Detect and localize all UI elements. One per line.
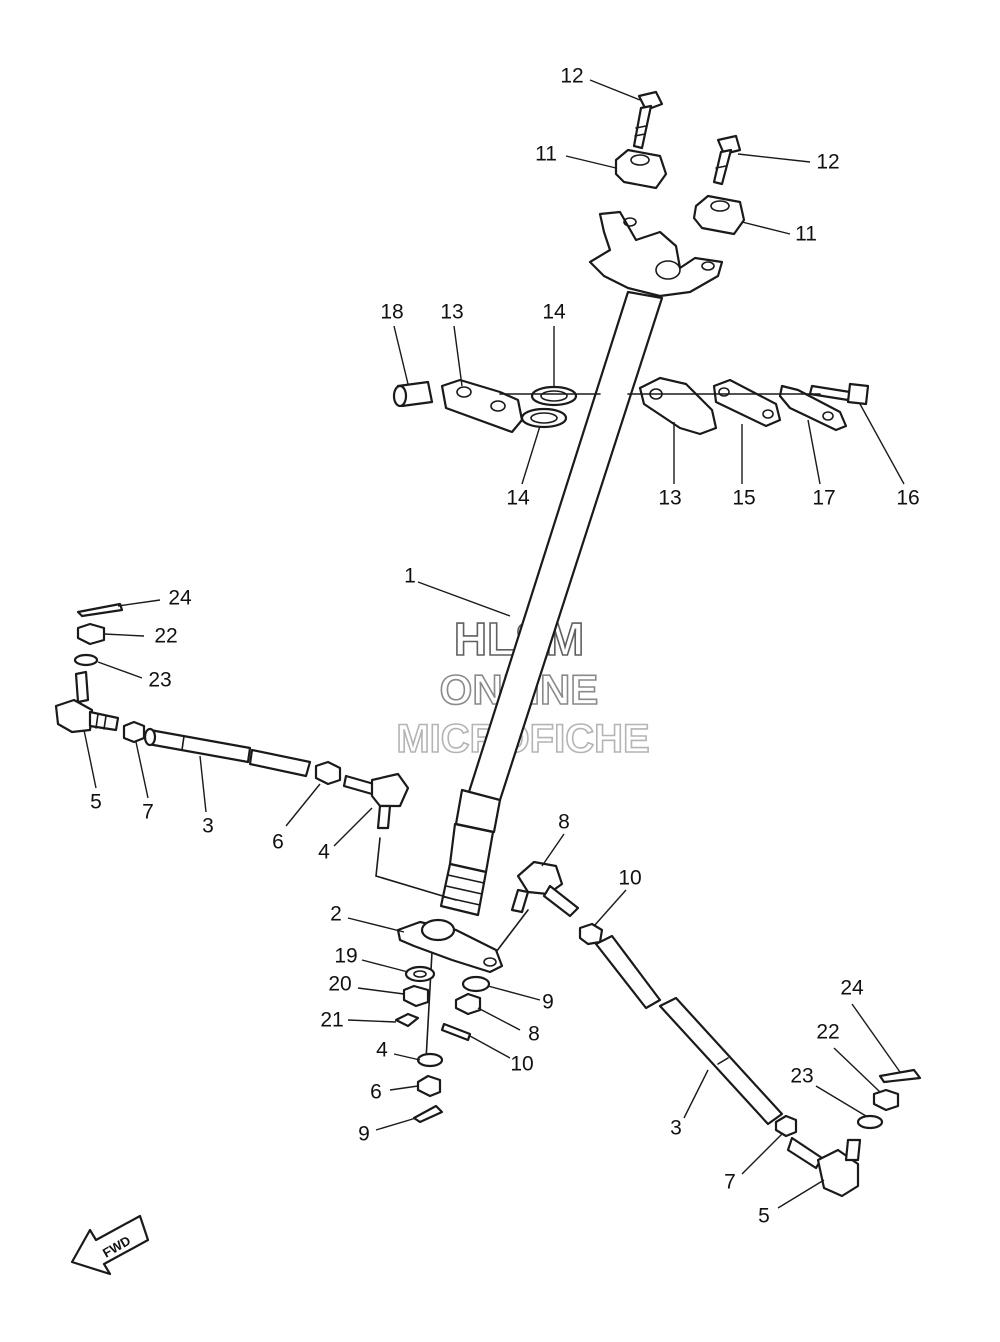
fwd-arrow-icon: FWD — [70, 1214, 150, 1276]
ref-label: 4 — [376, 1039, 388, 1062]
nut-20 — [402, 984, 430, 1008]
nut-6-right — [578, 922, 604, 946]
ref-label: 10 — [618, 867, 641, 890]
nut-22-right — [872, 1088, 900, 1112]
ref-label: 4 — [318, 841, 330, 864]
bolt-12-right — [712, 134, 742, 186]
bearing-13-left — [440, 378, 524, 434]
cotter-pin-24-right — [878, 1068, 922, 1084]
steering-shaft — [439, 290, 664, 917]
tie-rod-3-right — [594, 934, 784, 1126]
ref-label: 2 — [330, 903, 342, 926]
ref-label: 16 — [896, 487, 919, 510]
ref-label: 19 — [334, 945, 357, 968]
ref-label: 18 — [380, 301, 403, 324]
ref-label: 22 — [816, 1021, 839, 1044]
ref-label: 10 — [510, 1053, 533, 1076]
holder-11-right — [692, 194, 746, 236]
washer-23-left — [73, 653, 99, 667]
nut-8-left — [416, 1074, 442, 1098]
ref-label: 3 — [202, 815, 214, 838]
ref-label: 3 — [670, 1117, 682, 1140]
nut-6-left — [314, 760, 342, 786]
ref-label: 13 — [658, 487, 681, 510]
ref-label: 8 — [528, 1023, 540, 1046]
tie-rod-end-5-left — [54, 670, 120, 734]
ref-label: 12 — [816, 151, 839, 174]
washer-19 — [404, 965, 436, 983]
plate-15 — [712, 378, 782, 428]
collar-18 — [392, 380, 434, 408]
ref-label: 6 — [272, 831, 284, 854]
ref-label: 24 — [840, 977, 864, 1000]
ref-label: 8 — [558, 811, 570, 834]
bolt-16 — [808, 382, 870, 406]
bearing-13-right — [638, 376, 718, 436]
ref-label: 20 — [328, 973, 351, 996]
ref-label: 23 — [790, 1065, 813, 1088]
pitman-arm-2 — [396, 918, 504, 974]
nut-7-left — [122, 720, 146, 744]
seal-14-lower — [520, 407, 568, 429]
ref-label: 23 — [148, 669, 171, 692]
ref-label: 15 — [732, 487, 755, 510]
ref-label: 7 — [724, 1171, 736, 1194]
ref-label: 21 — [320, 1009, 343, 1032]
holder-11-left — [614, 148, 668, 190]
ref-labels: 12 11 12 11 18 13 14 14 13 15 17 16 1 24… — [90, 65, 920, 1228]
ref-label: 6 — [370, 1081, 382, 1104]
ref-label: 7 — [142, 801, 154, 824]
tie-rod-3-left — [143, 727, 312, 778]
tie-rod-end-5-right — [786, 1136, 862, 1198]
ref-label: 9 — [542, 991, 554, 1014]
ref-label: 11 — [535, 143, 557, 166]
ref-label: 22 — [154, 625, 177, 648]
tie-rod-end-4-right — [510, 860, 580, 918]
ref-label: 5 — [758, 1205, 770, 1228]
ref-label: 5 — [90, 791, 102, 814]
cotter-pin-21 — [394, 1012, 420, 1028]
ref-label: 13 — [440, 301, 463, 324]
column-holder-bracket — [588, 210, 724, 298]
nut-7-right — [774, 1114, 798, 1138]
ref-label: 14 — [506, 487, 530, 510]
cotter-pin-10-right — [440, 1022, 472, 1042]
washer-23-right — [856, 1114, 884, 1130]
nut-22-left — [76, 622, 106, 646]
tie-rod-end-4-left — [342, 772, 410, 830]
ref-label: 11 — [795, 223, 817, 246]
cotter-pin-10-left — [412, 1104, 444, 1124]
washer-9-left — [416, 1052, 444, 1068]
ref-label: 12 — [560, 65, 583, 88]
cotter-pin-24-left — [76, 602, 124, 618]
nut-8-right — [454, 992, 482, 1016]
seal-14-upper — [530, 385, 578, 407]
leader-lines — [83, 79, 905, 1209]
ref-label: 9 — [358, 1123, 370, 1146]
ref-label: 24 — [168, 587, 192, 610]
ref-label: 17 — [812, 487, 835, 510]
ref-label: 14 — [542, 301, 566, 324]
ref-label: 1 — [404, 565, 416, 588]
bolt-12-left — [632, 90, 664, 150]
washer-9-right — [461, 975, 491, 993]
